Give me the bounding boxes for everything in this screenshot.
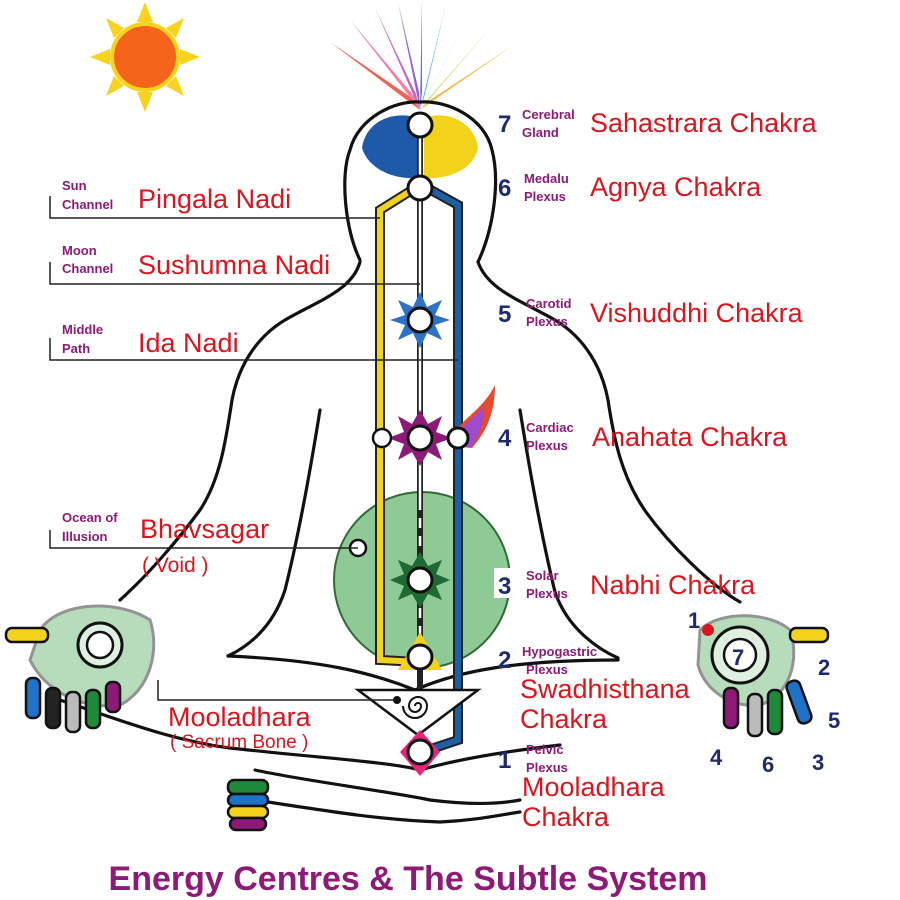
svg-text:2: 2 [498,647,511,674]
ida-small-line1: Middle [62,322,103,337]
lap-hand [226,778,270,832]
svg-text:3: 3 [498,573,511,600]
pingala-heart-node [446,426,470,450]
svg-text:1: 1 [688,608,700,633]
svg-text:Gland: Gland [522,125,559,140]
left-hand [4,604,156,734]
svg-text:Plexus: Plexus [526,438,568,453]
sushumna-small-line2: Channel [62,261,113,276]
swadhisthana-node [398,632,442,671]
nabhi-node [390,552,450,608]
svg-text:Cardiac: Cardiac [526,420,574,435]
vishuddhi-node [390,292,450,348]
right-hand-numbers: 1 7 2 5 4 6 3 [688,608,840,777]
chakra-2-label: 2 Hypogastric Plexus Swadhisthana Chakra [498,644,691,734]
right-brain-lobe [424,115,478,179]
bhavsagar-small-line1: Ocean of [62,510,118,525]
svg-text:Pelvic: Pelvic [526,742,564,757]
svg-text:Mooladhara: Mooladhara [522,772,666,802]
svg-text:Agnya Chakra: Agnya Chakra [590,172,762,202]
svg-text:5: 5 [498,301,511,328]
svg-text:Cerebral: Cerebral [522,107,575,122]
svg-text:Nabhi Chakra: Nabhi Chakra [590,570,756,600]
svg-text:Plexus: Plexus [524,189,566,204]
sushumna-small-line1: Moon [62,243,97,258]
moon-icon [668,24,742,91]
chakra-5-label: 5 Carotid Plexus Vishuddhi Chakra [498,296,804,329]
svg-text:Anahata Chakra: Anahata Chakra [592,422,788,452]
svg-text:Chakra: Chakra [522,802,610,832]
pingala-label: Pingala Nadi [138,184,291,214]
svg-text:6: 6 [762,752,774,777]
svg-text:Solar: Solar [526,568,559,583]
svg-text:Hypogastric: Hypogastric [522,644,597,659]
leader-lines [49,196,458,701]
svg-text:Plexus: Plexus [526,586,568,601]
svg-text:Medalu: Medalu [524,171,569,186]
svg-text:Plexus: Plexus [526,760,568,775]
svg-text:Carotid: Carotid [526,296,572,311]
svg-text:Swadhisthana: Swadhisthana [520,674,691,704]
mooladhara-left-label: Mooladhara [168,702,312,732]
chakra-4-label: 4 Cardiac Plexus Anahata Chakra [498,420,788,453]
svg-text:7: 7 [498,111,511,138]
svg-text:Plexus: Plexus [526,314,568,329]
body-outline [58,100,742,824]
svg-text:Sahastrara Chakra: Sahastrara Chakra [590,108,818,138]
right-hand [696,614,830,738]
spiral-icon [354,688,482,737]
svg-text:Chakra: Chakra [520,704,608,734]
bhavsagar-sub: ( Void ) [142,554,209,577]
svg-text:4: 4 [710,745,723,770]
left-brain-lobe [362,115,418,179]
sahastrara-node [406,111,434,139]
ida-heart-node [371,427,393,449]
bhavsagar-label: Bhavsagar [140,514,269,544]
agnya-node [406,174,434,202]
sun-icon [90,2,200,112]
ida-label: Ida Nadi [138,328,239,358]
pingala-small-line2: Channel [62,197,113,212]
mooladhara-node [400,730,440,776]
svg-text:Vishuddhi Chakra: Vishuddhi Chakra [590,298,804,328]
chakra-3-label: 3 Solar Plexus Nabhi Chakra [494,568,756,601]
svg-text:7: 7 [732,645,744,670]
svg-text:4: 4 [498,425,512,452]
page-title: Energy Centres & The Subtle System [109,860,708,898]
anahata-node [388,410,452,466]
svg-text:Plexus: Plexus [526,662,568,677]
sushumna-label: Sushumna Nadi [138,250,330,280]
svg-text:3: 3 [812,750,824,775]
svg-text:1: 1 [498,747,511,774]
chakra-7-label: 7 Cerebral Gland Sahastrara Chakra [498,107,818,140]
svg-text:5: 5 [828,708,840,733]
chakra-1-label: 1 Pelvic Plexus Mooladhara Chakra [498,742,666,832]
svg-text:6: 6 [498,175,511,202]
crown-rays-icon [330,0,512,110]
chakra-6-label: 6 Medalu Plexus Agnya Chakra [498,171,762,204]
bhavsagar-small-line2: Illusion [62,529,108,544]
ida-small-line2: Path [62,341,90,356]
pingala-small-line1: Sun [62,178,87,193]
mooladhara-left-sub: ( Sacrum Bone ) [170,732,308,753]
svg-text:2: 2 [818,655,830,680]
